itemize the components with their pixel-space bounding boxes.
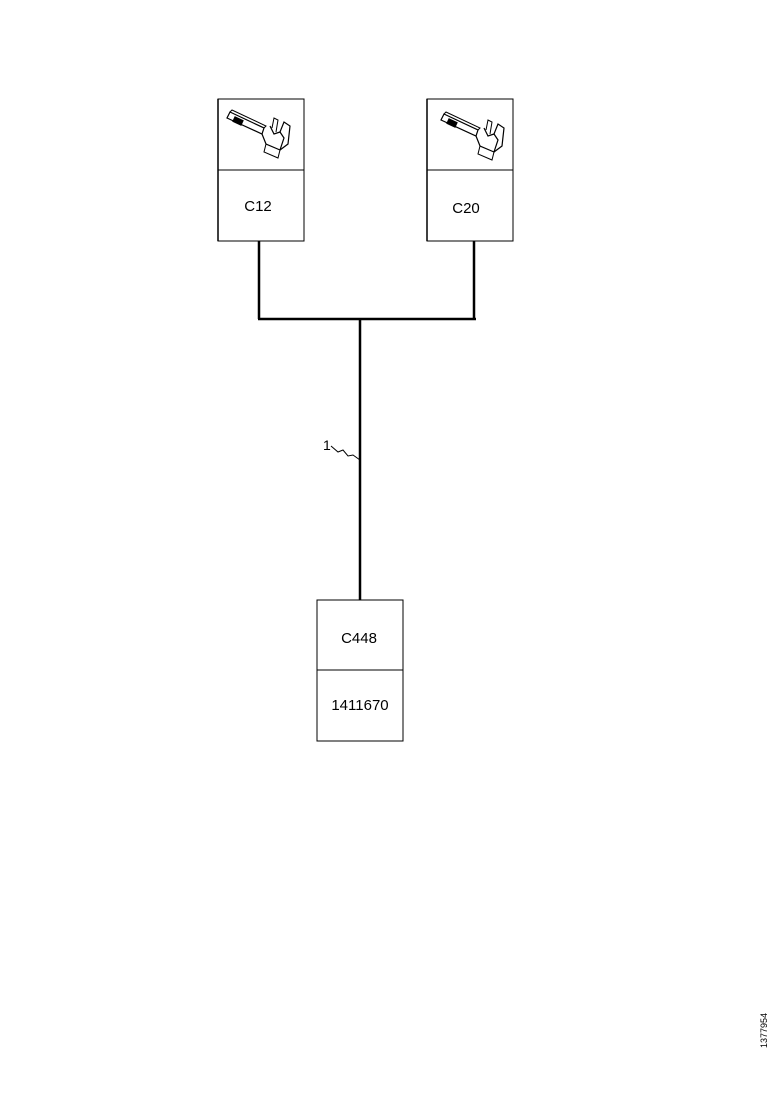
terminal-pin-icon <box>440 111 505 161</box>
callout-1: 1 <box>323 437 361 461</box>
connector-c20-label: C20 <box>452 200 480 217</box>
wire-harness <box>257 241 476 600</box>
connector-c448: C448 1411670 <box>316 599 404 742</box>
callout-leader <box>330 445 361 461</box>
callout-number: 1 <box>323 437 331 453</box>
terminal-pin-icon <box>226 109 291 159</box>
connector-c12: C12 <box>217 98 305 242</box>
connector-c20: C20 <box>426 98 514 242</box>
part-number: 1411670 <box>331 697 388 714</box>
figure-id: 1377954 <box>759 1013 769 1048</box>
connector-c448-label: C448 <box>341 630 377 647</box>
connector-c12-label: C12 <box>244 198 272 215</box>
